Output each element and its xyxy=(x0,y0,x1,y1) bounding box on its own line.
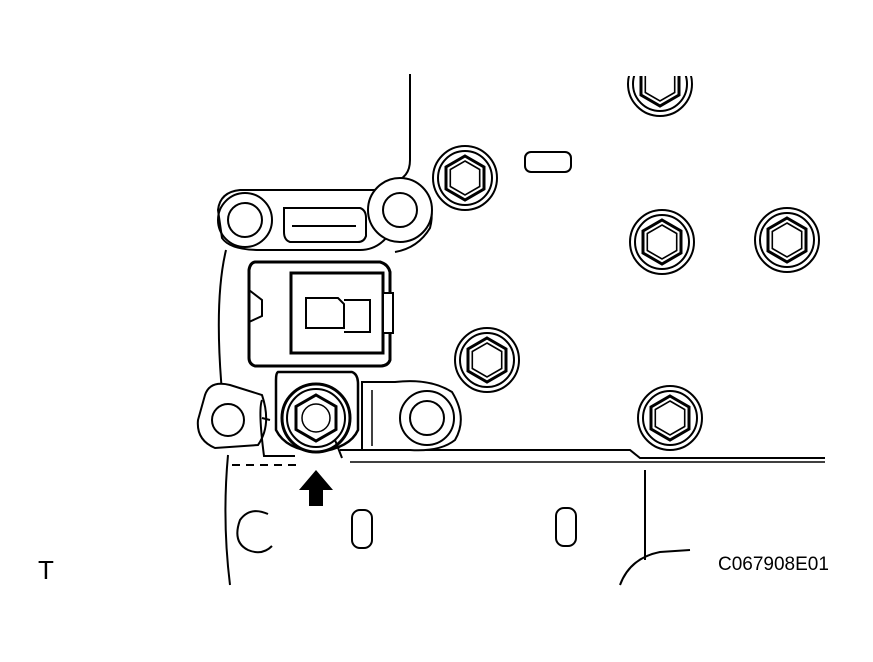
sensor-mount-bracket xyxy=(218,190,392,392)
bracket-ear-upper-left-hole xyxy=(228,203,262,237)
bracket-ear-upper-left-ring xyxy=(218,193,272,247)
bracket-side-left xyxy=(219,250,226,392)
sensor-tab xyxy=(249,290,262,322)
top-bolt-partial xyxy=(625,52,695,118)
bolt-lower-right xyxy=(636,384,704,452)
lower-slot-1 xyxy=(352,510,372,548)
bracket-ear-upper-right-hole xyxy=(383,193,417,227)
connector-latch xyxy=(383,293,393,333)
hex-bolt-icon xyxy=(282,384,350,452)
bolt-upper-left xyxy=(431,144,499,212)
lower-case-left-edge xyxy=(225,455,230,585)
up-arrow-icon xyxy=(299,470,333,506)
solenoid-sensor-icon xyxy=(249,262,393,366)
bolt-middle-right-1 xyxy=(628,208,696,276)
connector-lock xyxy=(306,298,344,328)
lower-hole-left xyxy=(237,511,272,552)
lower-left-ear xyxy=(198,384,266,448)
bolt-middle-right-2 xyxy=(753,206,821,274)
bolt-center xyxy=(453,326,521,394)
plate-left-edge xyxy=(393,74,410,182)
connector-lock-inner xyxy=(344,300,370,332)
lower-slot-2 xyxy=(556,508,576,546)
corner-letter: T xyxy=(38,555,54,585)
bracket-detail-lines xyxy=(260,400,342,458)
figure-code: C067908E01 xyxy=(718,554,829,575)
lower-right-boss xyxy=(362,381,461,450)
plate-bottom-edge xyxy=(340,450,825,458)
top-slot xyxy=(525,152,571,172)
lower-case-corner-arc xyxy=(620,550,690,585)
